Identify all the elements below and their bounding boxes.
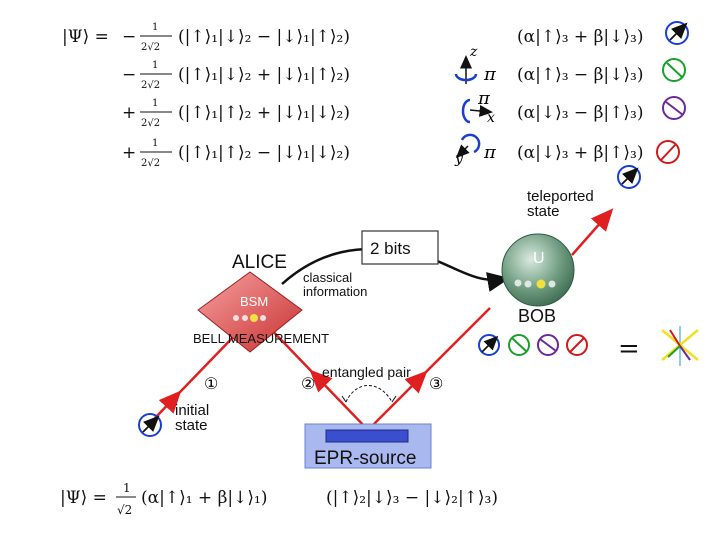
bell-measurement-label: BELL MEASUREMENT bbox=[193, 331, 329, 346]
equation-row-3: + 1 2√2 (|↑⟩₁|↑⟩₂ + |↓⟩₁|↓⟩₂) (α|↓⟩₃ − β… bbox=[122, 98, 643, 129]
alice-label: ALICE bbox=[232, 252, 287, 273]
bob-state-icons: = bbox=[478, 326, 699, 366]
initial-label-line1: initial bbox=[175, 402, 209, 419]
bell-decomposition: |Ψ⟩ = − 1 2√2 (|↑⟩₁|↓⟩₂ − |↓⟩₁|↑⟩₂) (α|↑… bbox=[62, 22, 643, 169]
row-1-den: 2√2 bbox=[141, 42, 160, 53]
state-icon-green bbox=[662, 58, 686, 82]
u-label: U bbox=[533, 250, 545, 267]
state-icon-purple bbox=[662, 96, 686, 120]
two-bits-box: 2 bits bbox=[361, 230, 439, 265]
bob-state-red bbox=[566, 334, 588, 356]
particle-1-label: ① bbox=[204, 374, 218, 393]
row-2-sign: − bbox=[122, 65, 136, 85]
particle-2-label: ② bbox=[301, 374, 315, 393]
x-rotation-icon: x π bbox=[461, 88, 495, 126]
row-1-num: 1 bbox=[152, 22, 158, 33]
initial-label-line2: state bbox=[175, 417, 208, 434]
particle-3-label: ③ bbox=[429, 374, 443, 393]
row-4-bell: (|↑⟩₁|↑⟩₂ − |↓⟩₁|↓⟩₂) bbox=[178, 143, 350, 163]
row-3-bob-state: (α|↓⟩₃ − β|↑⟩₃) bbox=[517, 103, 643, 123]
row-1-bob-state: (α|↑⟩₃ + β|↓⟩₃) bbox=[517, 27, 643, 47]
bottom-initial-state: (α|↑⟩₁ + β|↓⟩₁) bbox=[141, 488, 267, 508]
teleported-state: teleported state bbox=[527, 165, 641, 220]
epr-source-label: EPR-source bbox=[314, 448, 416, 469]
equals-sign: = bbox=[618, 334, 640, 364]
row-2-bob-state: (α|↑⟩₃ − β|↓⟩₃) bbox=[517, 65, 643, 85]
row-1-sign: − bbox=[122, 27, 136, 47]
bob-label: BOB bbox=[518, 306, 556, 326]
beam-teleported bbox=[571, 208, 614, 256]
row-2-num: 1 bbox=[152, 60, 158, 71]
psi-lhs: |Ψ⟩ = bbox=[62, 27, 109, 47]
row-2-den: 2√2 bbox=[141, 80, 160, 91]
bob-sphere bbox=[501, 233, 575, 307]
row-3-bell: (|↑⟩₁|↑⟩₂ + |↓⟩₁|↓⟩₂) bbox=[178, 103, 350, 123]
alice-station: ALICE BSM BELL MEASUREMENT bbox=[193, 252, 329, 353]
bob-state-blue bbox=[478, 334, 500, 356]
row-4-num: 1 bbox=[152, 138, 158, 149]
classical-label-line2: information bbox=[303, 284, 367, 299]
entangled-pair-label: entangled pair bbox=[322, 364, 411, 380]
bottom-den: √2 bbox=[117, 503, 132, 517]
y-pi-label: π bbox=[483, 142, 497, 163]
row-1-bell: (|↑⟩₁|↓⟩₂ − |↓⟩₁|↑⟩₂) bbox=[178, 27, 350, 47]
row-3-den: 2√2 bbox=[141, 118, 160, 129]
bob-state-purple bbox=[537, 334, 559, 356]
y-rotation-icon: y π bbox=[454, 133, 497, 167]
combined-state-icon bbox=[661, 326, 699, 366]
classical-label-line1: classical bbox=[303, 270, 352, 285]
equation-row-4: + 1 2√2 (|↑⟩₁|↑⟩₂ − |↓⟩₁|↓⟩₂) (α|↓⟩₃ + β… bbox=[122, 138, 643, 169]
rotation-icons: z π x π y π bbox=[454, 44, 497, 167]
epr-source: EPR-source bbox=[304, 423, 432, 469]
photon-beams bbox=[154, 208, 614, 431]
entangled-pair: entangled pair ① ② ③ bbox=[204, 364, 443, 403]
alice-diamond bbox=[197, 271, 303, 353]
initial-total-state: |Ψ⟩ = 1 √2 (α|↑⟩₁ + β|↓⟩₁) (|↑⟩₂|↓⟩₃ − |… bbox=[60, 481, 498, 517]
bottom-num: 1 bbox=[123, 481, 131, 495]
row-3-num: 1 bbox=[152, 98, 158, 109]
x-axis-label: x bbox=[487, 110, 495, 126]
bsm-label: BSM bbox=[240, 294, 268, 309]
state-icon-red bbox=[656, 140, 680, 164]
bottom-pair-state: (|↑⟩₂|↓⟩₃ − |↓⟩₂|↑⟩₃) bbox=[326, 488, 498, 508]
equation-row-1: − 1 2√2 (|↑⟩₁|↓⟩₂ − |↓⟩₁|↑⟩₂) (α|↑⟩₃ + β… bbox=[122, 22, 643, 53]
initial-state: initial state bbox=[138, 402, 209, 437]
bottom-psi-lhs: |Ψ⟩ = bbox=[60, 488, 107, 508]
teleported-label-line1: teleported bbox=[527, 188, 594, 205]
y-axis-label: y bbox=[454, 151, 464, 167]
row-2-bell: (|↑⟩₁|↓⟩₂ + |↓⟩₁|↑⟩₂) bbox=[178, 65, 350, 85]
epr-crystal bbox=[325, 429, 409, 443]
two-bits-label: 2 bits bbox=[370, 239, 411, 258]
row-4-den: 2√2 bbox=[141, 158, 160, 169]
z-pi-label: π bbox=[483, 64, 497, 85]
state-icons-column bbox=[656, 21, 689, 164]
state-icon-blue bbox=[665, 21, 689, 45]
bob-station: U BOB bbox=[501, 233, 575, 326]
z-axis-label: z bbox=[469, 44, 478, 60]
bob-state-green bbox=[508, 334, 530, 356]
x-pi-label: π bbox=[477, 88, 491, 109]
row-4-bob-state: (α|↓⟩₃ + β|↑⟩₃) bbox=[517, 143, 643, 163]
z-rotation-icon: z π bbox=[454, 44, 497, 85]
row-3-sign: + bbox=[122, 103, 136, 123]
teleported-label-line2: state bbox=[527, 203, 560, 220]
beam-particle-3 bbox=[367, 307, 491, 431]
row-4-sign: + bbox=[122, 143, 136, 163]
equation-row-2: − 1 2√2 (|↑⟩₁|↓⟩₂ + |↓⟩₁|↑⟩₂) (α|↑⟩₃ − β… bbox=[122, 60, 643, 91]
